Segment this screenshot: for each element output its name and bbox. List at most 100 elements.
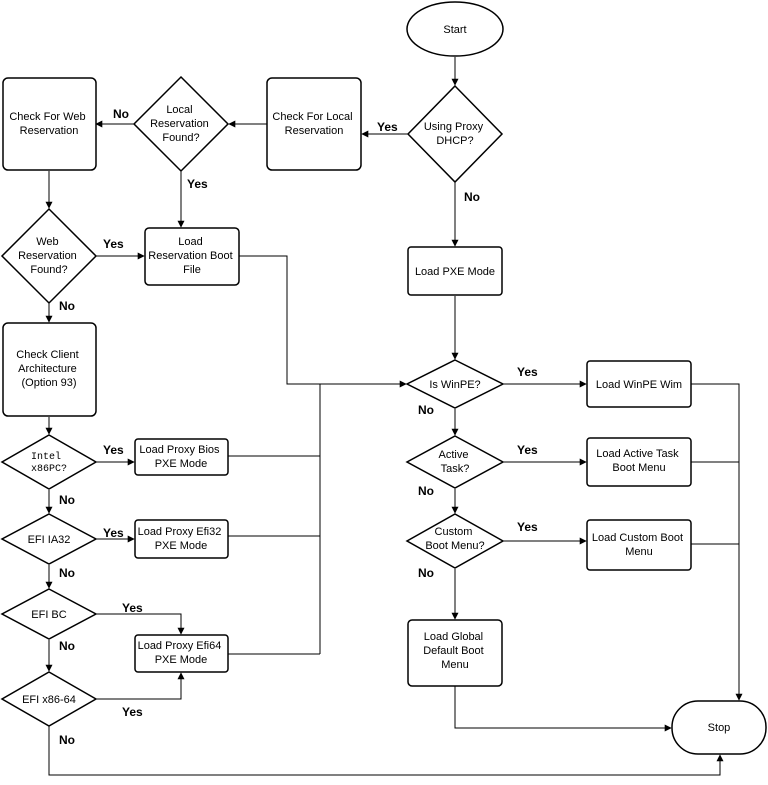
node-load-reservation-boot-file: Load Reservation Boot File: [144, 227, 240, 286]
edge-global-to-stop: [454, 686, 672, 732]
label-web-no: No: [59, 299, 75, 313]
label-winpe-no: No: [418, 403, 434, 417]
node-local-found-line-2: Reservation: [150, 118, 209, 130]
label-ia32-yes: Yes: [103, 526, 124, 540]
node-start-line-1: Start: [443, 24, 466, 36]
node-load-global-default-boot-menu: Load Global Default Boot Menu: [407, 619, 503, 687]
edge-wim-to-stop: [691, 383, 743, 701]
node-efi32-line-2: PXE Mode: [155, 540, 208, 552]
node-winpe-wim-line-1: Load WinPE Wim: [596, 379, 682, 391]
svg-text:Start: Start: [443, 24, 466, 36]
label-intel-yes: Yes: [103, 443, 124, 457]
node-web-reservation-found: Web Reservation Found?: [0, 207, 98, 305]
edge-bc-yes-to-efi64: [96, 613, 185, 635]
node-load-proxy-efi64: Load Proxy Efi64 PXE Mode: [134, 634, 229, 673]
svg-text:Load Global Default Bo: Load Global Default Boot Menu: [423, 631, 487, 671]
node-global-line-2: Default Boot: [423, 645, 484, 657]
node-active-task-line-2: Task?: [441, 463, 470, 475]
node-web-found-line-1: Web: [36, 236, 58, 248]
node-efi-ia32-line-1: EFI IA32: [28, 534, 71, 546]
label-web-yes: Yes: [103, 237, 124, 251]
node-efi32-line-1: Load Proxy Efi32: [138, 526, 222, 538]
node-using-proxy-dhcp-line-1: Using Proxy: [424, 121, 484, 133]
svg-text:Load Active Task Boot: Load Active Task Boot Menu: [596, 448, 681, 474]
node-efi-x86-64: EFI x86-64: [0, 671, 98, 727]
node-check-web-line-2: Reservation: [20, 125, 79, 137]
svg-text:Load Proxy Bios PXE Mo: Load Proxy Bios PXE Mode: [139, 444, 222, 470]
node-is-winpe: Is WinPE?: [405, 359, 505, 409]
node-load-pxe-line-1: Load PXE Mode: [415, 266, 495, 278]
svg-text:Intel x86PC?: Intel x86PC?: [31, 451, 67, 475]
svg-text:EFI IA32: EFI IA32: [28, 534, 71, 546]
node-web-found-line-2: Reservation: [18, 250, 77, 262]
node-intel-x86pc: Intel x86PC?: [0, 434, 98, 490]
edge-load-reservation-to-winpe: [239, 255, 407, 388]
svg-text:Load PXE Mode: Load PXE Mode: [415, 266, 495, 278]
node-check-local-line-2: Reservation: [285, 125, 344, 137]
label-local-yes: Yes: [187, 177, 208, 191]
node-task-menu-line-1: Load Active Task: [596, 448, 679, 460]
label-winpe-yes: Yes: [517, 365, 538, 379]
node-load-pxe-mode: Load PXE Mode: [407, 246, 503, 296]
node-check-client-line-3: (Option 93): [21, 377, 76, 389]
svg-text:Active Task?: Active Task?: [438, 449, 471, 475]
node-check-web-line-1: Check For Web: [9, 111, 85, 123]
svg-text:Load Proxy Efi64 PXE M: Load Proxy Efi64 PXE Mode: [138, 640, 225, 666]
node-custom-boot-menu: Custom Boot Menu?: [405, 513, 505, 569]
node-global-line-1: Load Global: [424, 631, 483, 643]
node-efi-bc: EFI BC: [0, 588, 98, 640]
node-start: Start: [406, 1, 504, 57]
svg-text:Check For Local Reserv: Check For Local Reservation: [272, 111, 355, 137]
label-active-no: No: [418, 484, 434, 498]
svg-text:EFI x86-64: EFI x86-64: [22, 694, 76, 706]
node-intel-line-1: Intel: [31, 451, 61, 463]
edges: [45, 57, 743, 776]
label-ia32-no: No: [59, 566, 75, 580]
node-load-reservation-line-2: Reservation Boot: [148, 250, 232, 262]
node-custom-menu-line-2: Menu: [625, 546, 653, 558]
node-load-reservation-line-3: File: [183, 264, 201, 276]
svg-text:Load WinPE Wim: Load WinPE Wim: [596, 379, 682, 391]
node-web-found-line-3: Found?: [30, 264, 67, 276]
node-efi-ia32: EFI IA32: [0, 513, 98, 565]
node-custom-line-1: Custom: [435, 526, 473, 538]
label-proxy-yes: Yes: [377, 120, 398, 134]
edge-labels: Yes No No Yes Yes No Yes No Yes No Yes N…: [59, 107, 538, 747]
nodes: Start Using Proxy DHCP? Check For Local …: [0, 1, 767, 755]
node-check-client-architecture: Check Client Architecture (Option 93): [2, 322, 97, 417]
label-intel-no: No: [59, 493, 75, 507]
svg-text:Local Reservation: Local Reservation Found?: [150, 104, 212, 144]
node-stop-line-1: Stop: [708, 722, 731, 734]
label-proxy-no: No: [464, 190, 480, 204]
svg-text:Stop: Stop: [708, 722, 731, 734]
label-x8664-no: No: [59, 733, 75, 747]
node-load-winpe-wim: Load WinPE Wim: [586, 360, 692, 408]
node-global-line-3: Menu: [441, 659, 469, 671]
node-check-local-line-1: Check For Local: [272, 111, 352, 123]
node-bios-line-1: Load Proxy Bios: [139, 444, 220, 456]
svg-text:EFI BC: EFI BC: [31, 609, 67, 621]
label-bc-yes: Yes: [122, 601, 143, 615]
node-task-menu-line-2: Boot Menu: [612, 462, 665, 474]
node-local-found-line-1: Local: [166, 104, 192, 116]
label-local-no: No: [113, 107, 129, 121]
node-intel-line-2: x86PC?: [31, 464, 67, 475]
label-active-yes: Yes: [517, 443, 538, 457]
label-x8664-yes: Yes: [122, 705, 143, 719]
svg-text:Web Reservation: Web Reservation Found?: [18, 236, 80, 276]
svg-text:Is WinPE?: Is WinPE?: [429, 379, 480, 391]
svg-text:Load Reservation Boot: Load Reservation Boot File: [148, 236, 235, 276]
node-active-task-line-1: Active: [438, 449, 468, 461]
node-check-client-line-1: Check Client: [16, 349, 78, 361]
svg-text:Load Custom Boot Menu: Load Custom Boot Menu: [592, 532, 686, 558]
node-bios-line-2: PXE Mode: [155, 458, 208, 470]
node-is-winpe-line-1: Is WinPE?: [429, 379, 480, 391]
node-load-custom-boot-menu: Load Custom Boot Menu: [586, 519, 692, 571]
label-custom-yes: Yes: [517, 520, 538, 534]
node-local-found-line-3: Found?: [162, 132, 199, 144]
node-efi64-line-2: PXE Mode: [155, 654, 208, 666]
node-load-proxy-bios: Load Proxy Bios PXE Mode: [134, 438, 229, 476]
label-custom-no: No: [418, 566, 434, 580]
node-custom-line-2: Boot Menu?: [425, 540, 484, 552]
node-check-client-line-2: Architecture: [18, 363, 77, 375]
